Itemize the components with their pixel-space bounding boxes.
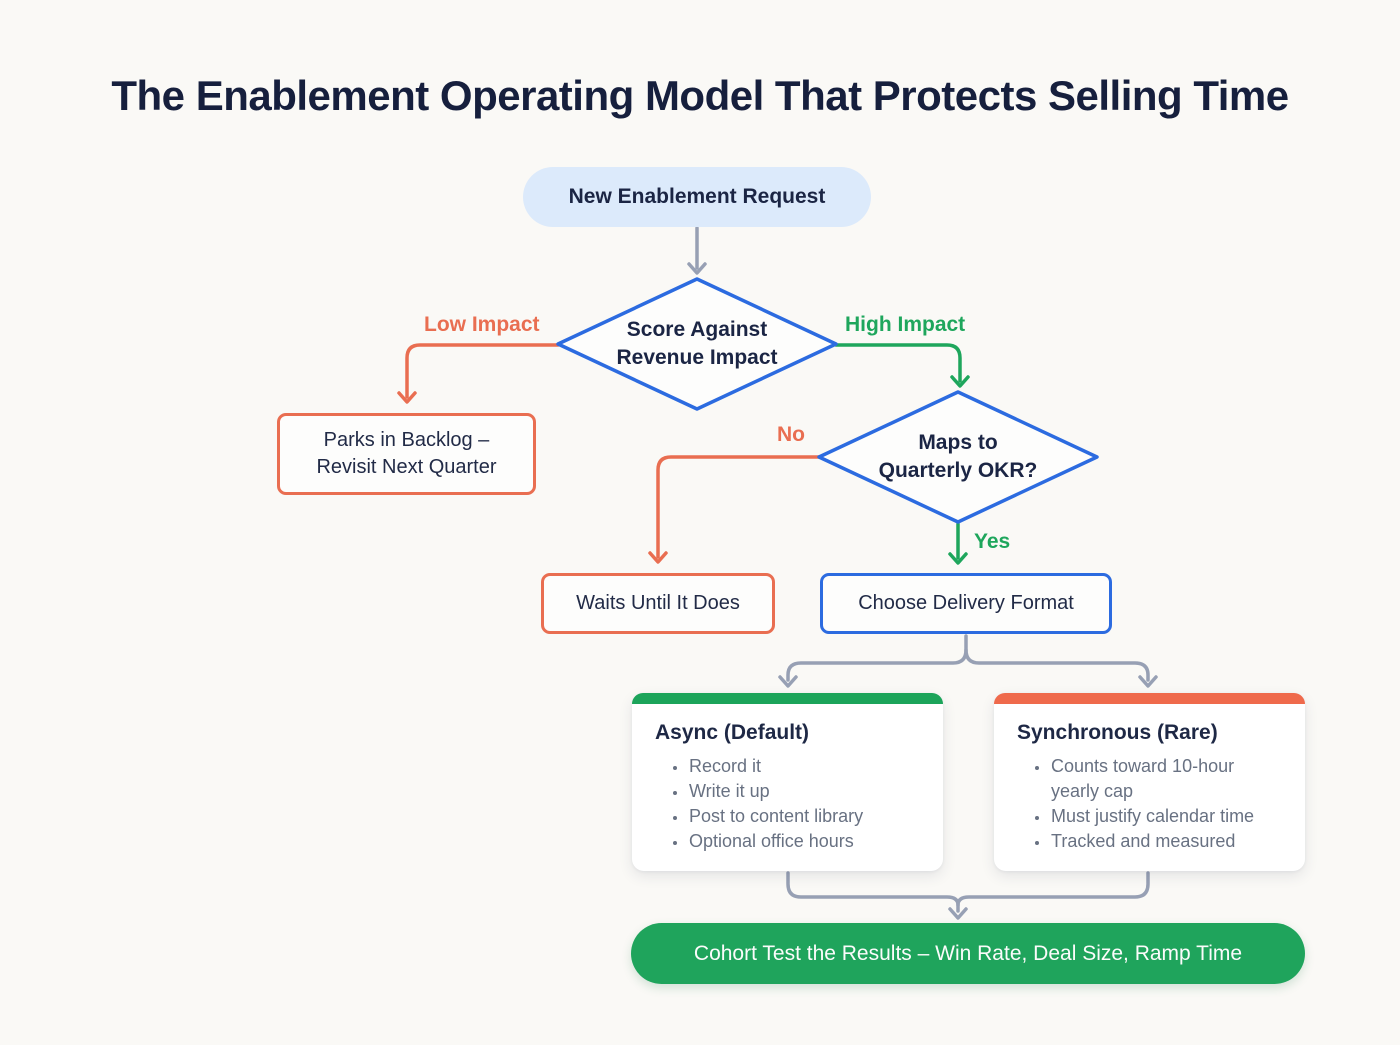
synchronous-card: Synchronous (Rare) Counts toward 10-hour… — [994, 693, 1305, 871]
decision1-label: Score Against Revenue Impact — [616, 318, 778, 369]
synchronous-card-bullet-list: Counts toward 10-hour yearly cap Must ju… — [1017, 754, 1285, 854]
arrow-down-icon — [950, 375, 970, 388]
arrow-down-icon — [687, 262, 707, 275]
branch-label-low-impact: Low Impact — [424, 313, 540, 336]
result-node: Cohort Test the Results – Win Rate, Deal… — [631, 923, 1305, 984]
arrow-down-icon — [948, 552, 968, 565]
decision2-diamond — [817, 390, 1099, 524]
list-item: Optional office hours — [688, 829, 923, 854]
arrow-down-icon — [648, 551, 668, 564]
arrow-down-icon — [778, 675, 798, 688]
branch-label-yes: Yes — [974, 530, 1011, 553]
connector-no — [648, 455, 821, 564]
result-node-label: Cohort Test the Results – Win Rate, Deal… — [693, 941, 1243, 965]
backlog-node: Parks in Backlog – Revisit Next Quarter — [277, 413, 536, 495]
start-node-label: New Enablement Request — [568, 185, 826, 208]
arrow-down-icon — [397, 391, 417, 404]
waits-node: Waits Until It Does — [541, 573, 775, 634]
decision2-label: Maps to Quarterly OKR? — [878, 431, 1038, 482]
connector-yes — [948, 522, 968, 565]
async-card-bullet-list: Record it Write it up Post to content li… — [655, 754, 923, 854]
connector-low-impact — [397, 343, 560, 404]
choose-format-node: Choose Delivery Format — [820, 573, 1112, 634]
start-node: New Enablement Request — [523, 167, 871, 227]
async-card-accent-bar — [632, 693, 943, 704]
page-title: The Enablement Operating Model That Prot… — [111, 72, 1289, 119]
connector-merge-to-result — [786, 871, 1150, 920]
arrow-down-icon — [1138, 675, 1158, 688]
list-item: Write it up — [688, 779, 923, 804]
connector-high-impact — [834, 343, 970, 388]
connector-start-to-decision1 — [687, 226, 707, 275]
synchronous-card-title: Synchronous (Rare) — [1017, 721, 1218, 744]
async-card: Async (Default) Record it Write it up Po… — [632, 693, 943, 871]
list-item: Counts toward 10-hour yearly cap — [1050, 754, 1285, 804]
list-item: Tracked and measured — [1050, 829, 1285, 854]
list-item: Record it — [688, 754, 923, 779]
list-item: Post to content library — [688, 804, 923, 829]
decision1-diamond — [556, 277, 838, 411]
synchronous-card-accent-bar — [994, 693, 1305, 704]
arrow-down-icon — [948, 907, 968, 920]
async-card-title: Async (Default) — [655, 721, 810, 744]
list-item: Must justify calendar time — [1050, 804, 1285, 829]
branch-label-no: No — [777, 423, 805, 446]
connector-split-to-cards — [778, 634, 1158, 688]
branch-label-high-impact: High Impact — [845, 313, 966, 336]
